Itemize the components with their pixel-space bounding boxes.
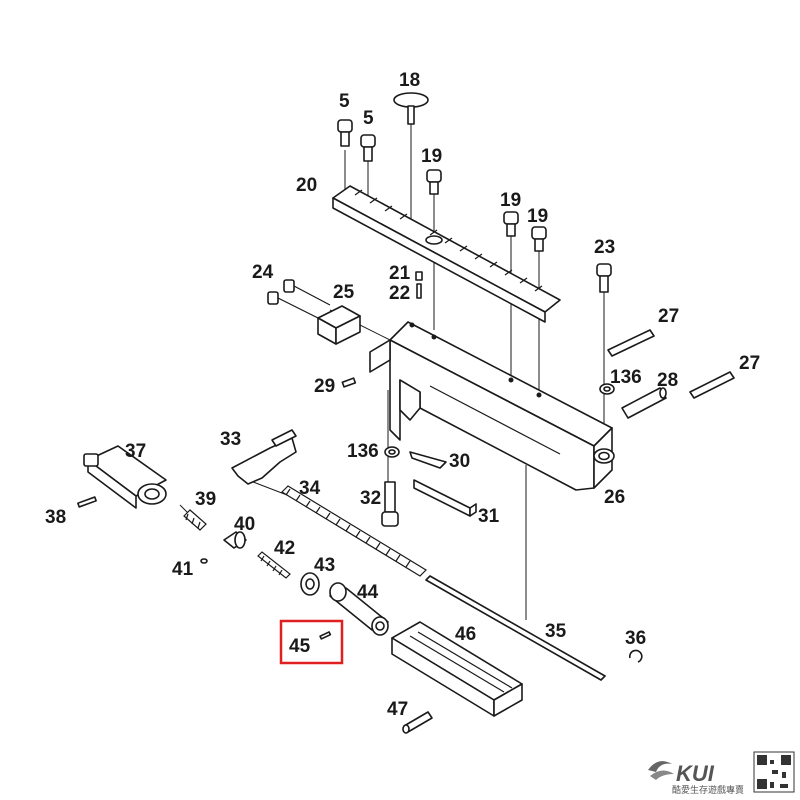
callout-5-left: 5	[339, 91, 350, 112]
callout-24: 24	[252, 262, 274, 283]
screw-19-b	[503, 211, 519, 237]
part-20-rail	[332, 185, 561, 323]
screw-5-right	[360, 134, 376, 162]
callout-41: 41	[172, 559, 194, 580]
callout-40: 40	[234, 514, 255, 535]
part-31-bar	[413, 479, 477, 517]
callout-46: 46	[455, 624, 476, 645]
part-47-pin	[402, 711, 433, 734]
part-29-pin	[341, 377, 357, 388]
part-40-valve	[223, 531, 247, 549]
part-41-oring	[200, 558, 208, 564]
part-18-cap	[393, 92, 429, 125]
part-21-22-pin	[415, 271, 423, 299]
callout-20: 20	[296, 175, 317, 196]
pin-28	[621, 387, 667, 419]
callout-44: 44	[357, 582, 379, 603]
highlight-box-part-45	[279, 619, 344, 665]
part-36-e-clip	[629, 649, 643, 663]
callout-31: 31	[478, 506, 500, 527]
callout-45: 45	[289, 636, 311, 657]
callout-29: 29	[314, 376, 335, 397]
pin-27-upper	[607, 329, 655, 357]
part-26-receiver	[369, 321, 615, 491]
part-45-pin	[319, 631, 332, 640]
part-33-latch	[231, 429, 297, 485]
swirl-logo-icon	[648, 761, 674, 780]
pin-27-lower	[689, 371, 735, 399]
part-30-clip	[409, 451, 447, 469]
part-25-block	[317, 305, 361, 345]
screw-19-a	[426, 169, 442, 195]
screw-19-c	[531, 226, 547, 252]
callout-43: 43	[314, 555, 335, 576]
part-35-rod	[425, 575, 606, 681]
callout-39: 39	[195, 489, 216, 510]
part-136-washer-left	[384, 446, 400, 458]
callout-27-lower: 27	[739, 353, 760, 374]
part-38-pin	[77, 496, 97, 508]
part-32-screw	[381, 481, 399, 527]
callout-32: 32	[360, 488, 381, 509]
screw-5-left	[337, 119, 353, 147]
part-42-spring	[257, 551, 291, 579]
part-46-carrier	[391, 621, 523, 717]
kui-logo: KUI 酷愛生存遊戲專賣	[648, 751, 795, 795]
callout-23: 23	[594, 237, 615, 258]
part-39-spring	[183, 509, 207, 531]
callout-42: 42	[274, 538, 295, 559]
callout-33: 33	[220, 429, 241, 450]
part-44-cylinder	[329, 582, 389, 636]
callout-19-b: 19	[500, 190, 521, 211]
callout-5-right: 5	[363, 108, 374, 129]
callout-19-c: 19	[527, 206, 548, 227]
logo-tagline: 酷愛生存遊戲專賣	[672, 784, 744, 795]
screw-24-pair	[267, 279, 331, 319]
callout-47: 47	[387, 699, 408, 720]
callout-27-upper: 27	[658, 306, 679, 327]
callout-25: 25	[333, 282, 355, 303]
callout-136-left: 136	[347, 441, 379, 462]
callout-35: 35	[545, 621, 567, 642]
part-34-spring	[281, 485, 427, 577]
callout-28: 28	[657, 370, 678, 391]
callout-30: 30	[449, 451, 470, 472]
callout-36: 36	[625, 628, 646, 649]
assembly-centerlines	[179, 118, 605, 620]
callout-19-a: 19	[421, 146, 442, 167]
part-136-washer-right	[599, 383, 615, 395]
callout-22: 22	[389, 283, 410, 304]
callout-21: 21	[389, 263, 411, 284]
logo-brand-text: KUI	[676, 761, 715, 786]
callout-38: 38	[45, 507, 66, 528]
part-37-nozzle	[83, 445, 167, 509]
part-43-washer	[300, 572, 320, 596]
callout-labels: 5 5 18 19 19 19 20 21 22 23 24 25 26 27 …	[45, 70, 760, 720]
callout-136-right: 136	[610, 367, 642, 388]
qr-code-icon	[753, 751, 795, 793]
callout-34: 34	[299, 478, 321, 499]
callout-26: 26	[604, 487, 625, 508]
callout-37: 37	[125, 441, 146, 462]
screw-23	[596, 263, 612, 293]
callout-18: 18	[399, 70, 420, 91]
